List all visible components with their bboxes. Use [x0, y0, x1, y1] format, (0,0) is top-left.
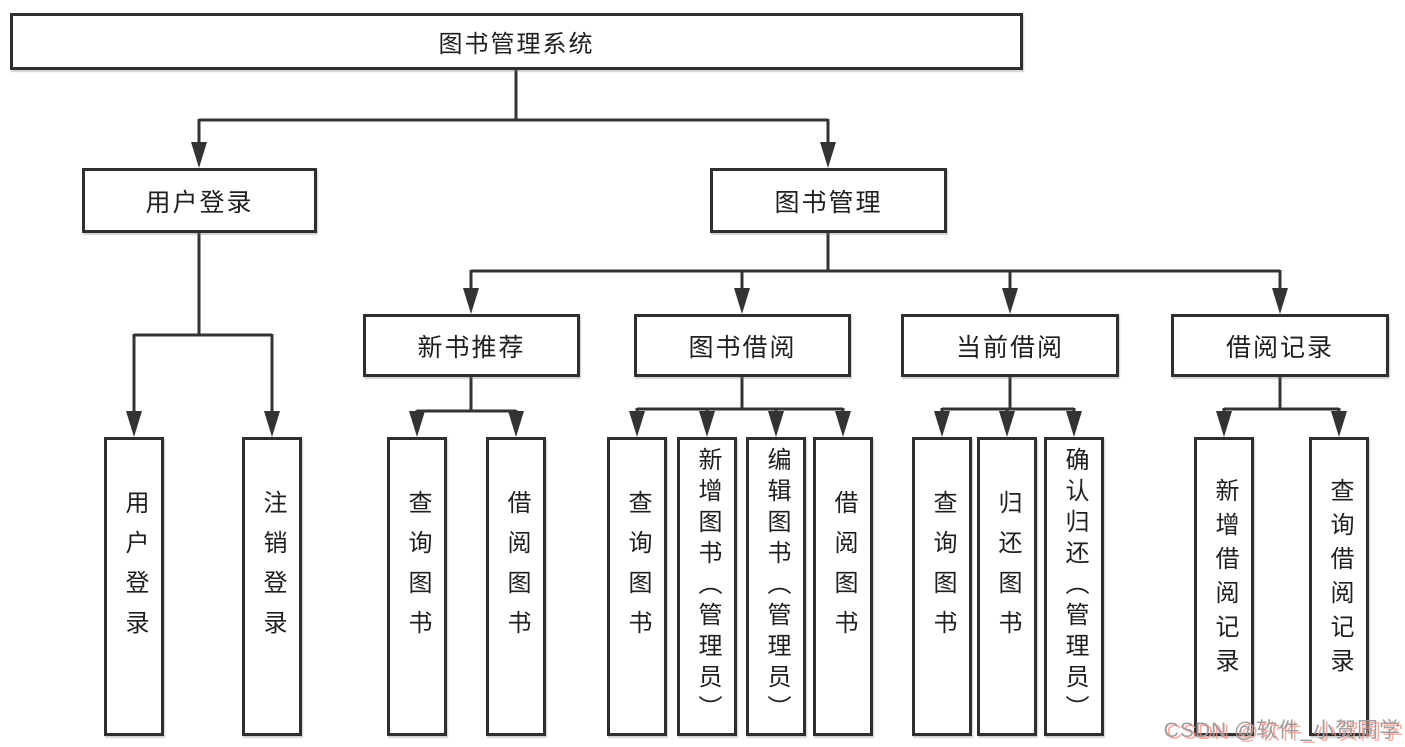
leaf-label: 借阅图书	[830, 489, 857, 650]
leaf-return-books: 归还图书	[977, 437, 1037, 736]
leaf-borrow-books-1: 借阅图书	[486, 437, 546, 736]
node-user-login: 用户登录	[82, 168, 317, 233]
node-new-book-recommend: 新书推荐	[363, 314, 580, 377]
leaf-query-borrow-record: 查询借阅记录	[1309, 437, 1369, 736]
leaf-query-books-1: 查询图书	[387, 437, 447, 736]
leaf-add-books-admin: 新增图书（管理员）	[677, 437, 737, 736]
leaf-label: 查询图书	[404, 489, 431, 650]
leaf-user-login: 用户登录	[104, 437, 164, 736]
node-borrow-records: 借阅记录	[1171, 314, 1389, 377]
leaf-edit-books-admin: 编辑图书（管理员）	[746, 437, 806, 736]
leaf-label: 查询借阅记录	[1326, 477, 1353, 682]
leaf-label: 新增图书（管理员）	[694, 447, 721, 726]
leaf-label: 查询图书	[929, 489, 956, 650]
leaf-borrow-books-2: 借阅图书	[813, 437, 873, 736]
leaf-label: 归还图书	[994, 489, 1021, 650]
leaf-label: 借阅图书	[503, 489, 530, 650]
leaf-add-borrow-record: 新增借阅记录	[1194, 437, 1254, 736]
leaf-query-books-3: 查询图书	[912, 437, 972, 736]
leaf-label: 用户登录	[121, 489, 148, 650]
leaf-label: 编辑图书（管理员）	[763, 447, 790, 726]
leaf-label: 注销登录	[259, 489, 286, 650]
node-book-management: 图书管理	[710, 168, 947, 233]
node-library-management-system: 图书管理系统	[10, 13, 1023, 70]
node-current-borrow: 当前借阅	[901, 314, 1119, 377]
leaf-query-books-2: 查询图书	[607, 437, 667, 736]
leaf-confirm-return-admin: 确认归还（管理员）	[1044, 437, 1104, 736]
leaf-label: 确认归还（管理员）	[1061, 447, 1088, 726]
leaf-label: 新增借阅记录	[1211, 477, 1238, 682]
node-book-borrow: 图书借阅	[634, 314, 851, 377]
csdn-watermark: CSDN @软件_小贺同学	[1163, 719, 1401, 742]
leaf-label: 查询图书	[624, 489, 651, 650]
leaf-logout: 注销登录	[242, 437, 302, 736]
